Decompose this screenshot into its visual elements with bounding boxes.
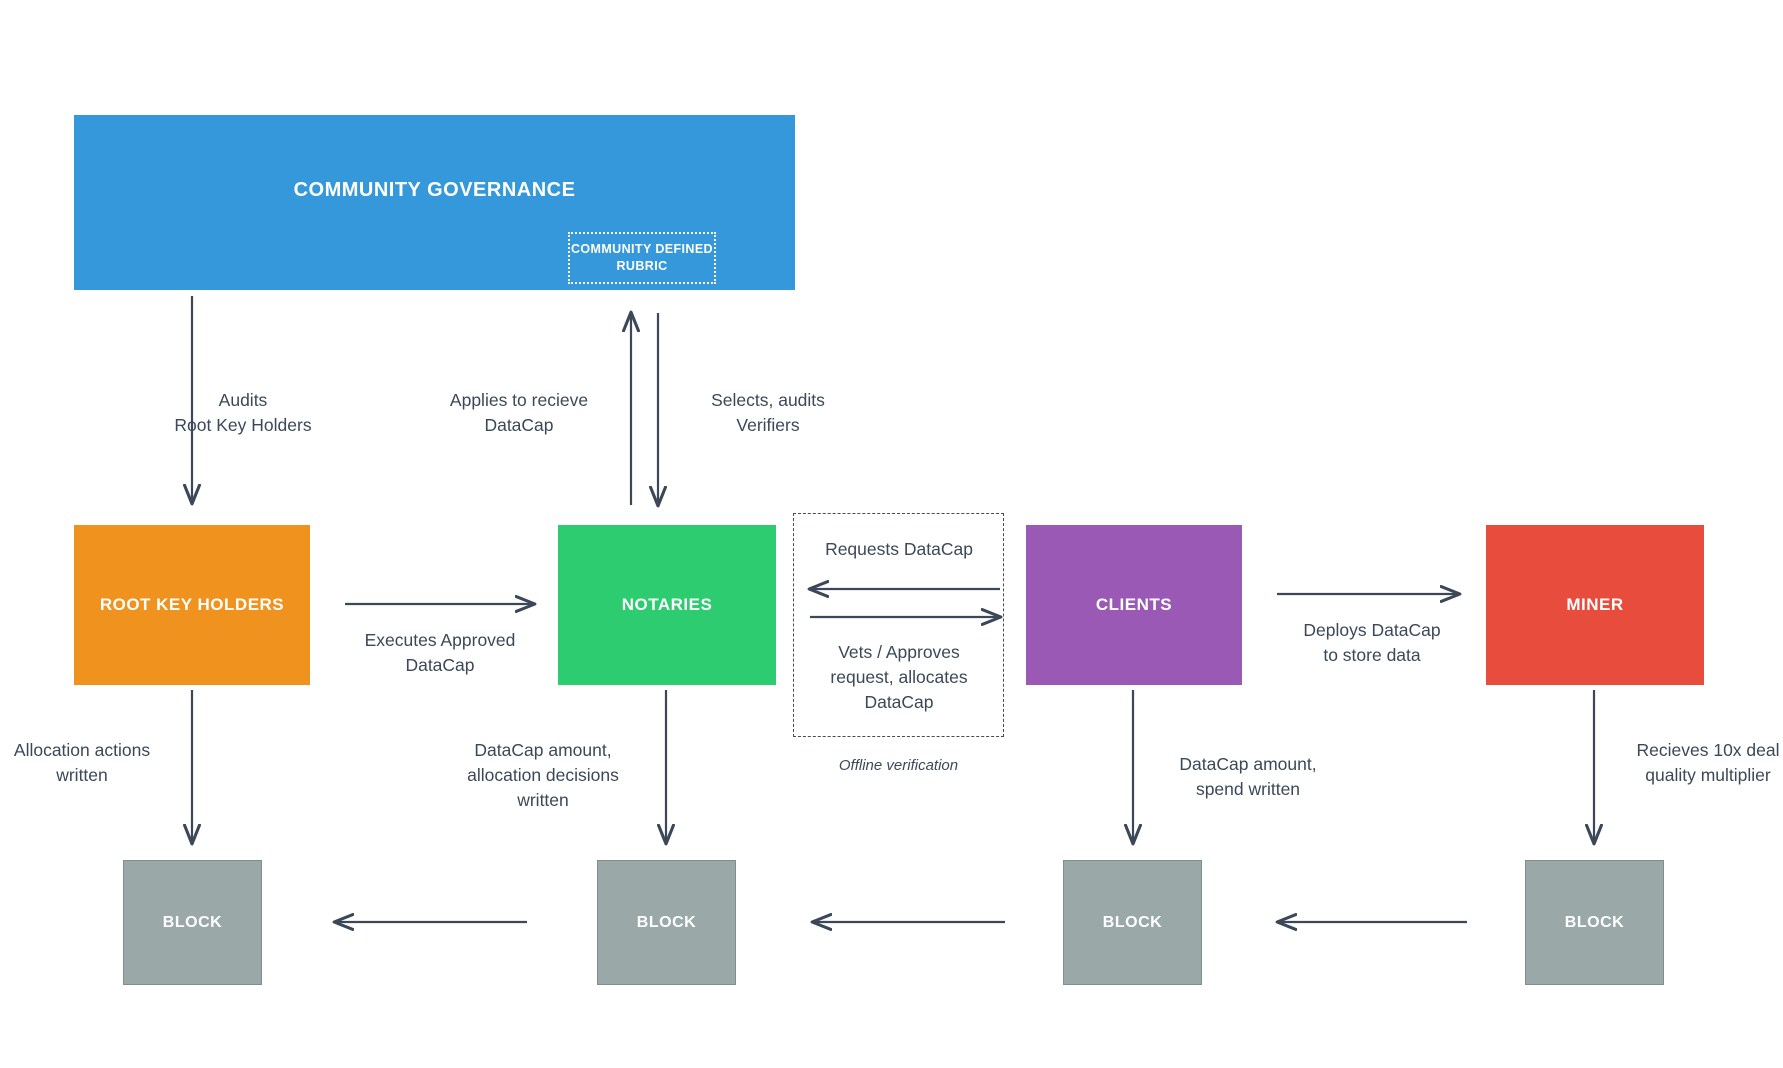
edge-label-deploys-datacap: Deploys DataCap to store data — [1303, 620, 1441, 665]
node-block-4-label: BLOCK — [1564, 913, 1625, 931]
node-miner-label: MINER — [1566, 594, 1624, 614]
edge-label-allocation-actions-written: Allocation actions written — [13, 740, 151, 785]
node-block-3[interactable]: BLOCK — [1063, 860, 1202, 985]
node-community-governance-label: COMMUNITY GOVERNANCE — [293, 179, 576, 201]
offline-verification-caption: Offline verification — [838, 757, 959, 774]
offline-verification-region — [793, 513, 1004, 737]
node-block-4[interactable]: BLOCK — [1525, 860, 1664, 985]
node-root-key-holders[interactable]: ROOT KEY HOLDERS — [74, 525, 310, 685]
edge-label-vets-approves-request: Vets / Approves request, allocates DataC… — [830, 642, 968, 712]
node-miner[interactable]: MINER — [1486, 525, 1704, 685]
edge-label-datacap-allocation-decisions-written: DataCap amount, allocation decisions wri… — [467, 740, 619, 810]
node-community-defined-rubric[interactable]: COMMUNITY DEFINED RUBRIC — [568, 232, 716, 284]
node-block-1[interactable]: BLOCK — [123, 860, 262, 985]
edge-label-applies-to-recieve-datacap: Applies to recieve DataCap — [449, 390, 589, 435]
node-clients-label: CLIENTS — [1095, 594, 1173, 614]
node-clients[interactable]: CLIENTS — [1026, 525, 1242, 685]
edge-label-datacap-spend-written: DataCap amount, spend written — [1179, 754, 1317, 799]
node-community-defined-rubric-label: COMMUNITY DEFINED RUBRIC — [571, 242, 713, 273]
node-block-3-label: BLOCK — [1102, 913, 1163, 931]
node-root-key-holders-label: ROOT KEY HOLDERS — [99, 594, 285, 614]
edge-label-audits-root-key-holders: Audits Root Key Holders — [174, 390, 312, 435]
edge-label-executes-approved-datacap: Executes Approved DataCap — [364, 630, 516, 675]
edge-label-requests-datacap: Requests DataCap — [825, 539, 973, 559]
edge-label-selects-audits-verifiers: Selects, audits Verifiers — [711, 390, 825, 435]
node-block-2[interactable]: BLOCK — [597, 860, 736, 985]
node-notaries[interactable]: NOTARIES — [558, 525, 776, 685]
edge-label-recieves-quality-multiplier: Recieves 10x deal quality multiplier — [1636, 740, 1780, 785]
node-block-1-label: BLOCK — [162, 913, 223, 931]
node-block-2-label: BLOCK — [636, 913, 697, 931]
node-community-governance[interactable]: COMMUNITY GOVERNANCE — [74, 115, 795, 290]
node-notaries-label: NOTARIES — [621, 594, 713, 614]
